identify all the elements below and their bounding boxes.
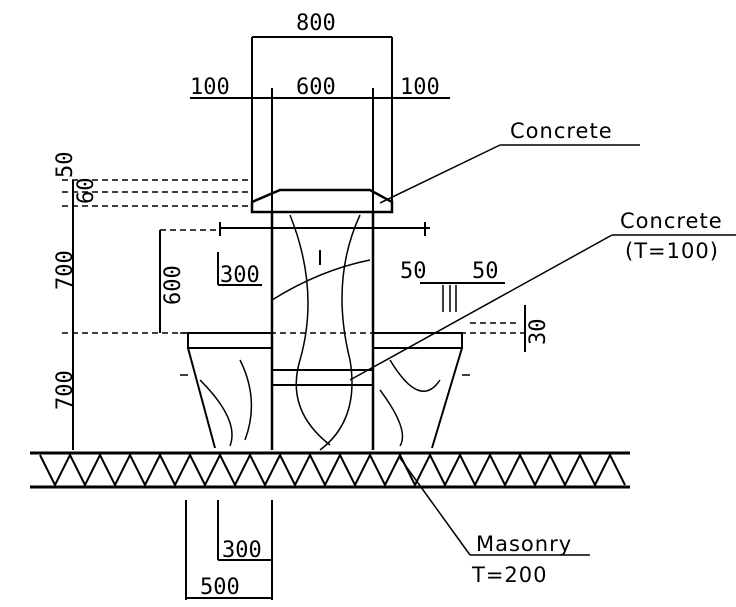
- dim-30-text: 30: [526, 319, 551, 346]
- dimension-100-600-100: 100 600 100: [190, 75, 450, 215]
- concrete-top-text: Concrete: [510, 119, 613, 143]
- concrete-cap: [219, 188, 430, 236]
- label-concrete-top: Concrete: [379, 119, 640, 204]
- concrete-slab: [180, 332, 530, 386]
- dim-300-base-text: 300: [222, 538, 262, 563]
- dim-600-text: 600: [296, 75, 336, 100]
- label-masonry: Masonry T=200: [399, 457, 590, 587]
- dim-300-inset-text: 300: [220, 263, 260, 288]
- dimension-600-pier: 600: [159, 229, 218, 333]
- bottom-dimensions: 300 500: [185, 500, 273, 600]
- masonry-text: Masonry: [476, 532, 572, 556]
- dim-50-cap-text: 50: [53, 152, 78, 179]
- dimension-50-50-30: 50 50 30: [400, 259, 551, 352]
- dimension-300-inset: 300: [217, 252, 262, 288]
- dim-800-text: 800: [296, 11, 336, 36]
- dim-500-base-text: 500: [200, 575, 240, 600]
- dim-700-lower-text: 700: [53, 370, 78, 410]
- masonry-foundation: [180, 347, 470, 449]
- dim-700-upper-text: 700: [53, 250, 78, 290]
- masonry-pier: [270, 212, 375, 451]
- dim-60-cap-text: 60: [74, 178, 99, 205]
- dim-100-right-text: 100: [400, 75, 440, 100]
- dim-50-right-text: 50: [472, 259, 499, 284]
- label-concrete-mid: Concrete (T=100): [349, 209, 736, 381]
- masonry-thickness-text: T=200: [471, 563, 548, 587]
- dimension-800: 800: [251, 11, 393, 212]
- ground-masonry-band: [30, 451, 630, 489]
- dim-100-left-text: 100: [190, 75, 230, 100]
- dim-50-left-text: 50: [400, 259, 427, 284]
- left-vertical-dimensions: 50 60 700 700: [53, 152, 250, 450]
- concrete-mid-text: Concrete: [620, 209, 723, 233]
- dim-600-pier-text: 600: [161, 265, 186, 305]
- concrete-mid-thickness-text: (T=100): [625, 239, 719, 263]
